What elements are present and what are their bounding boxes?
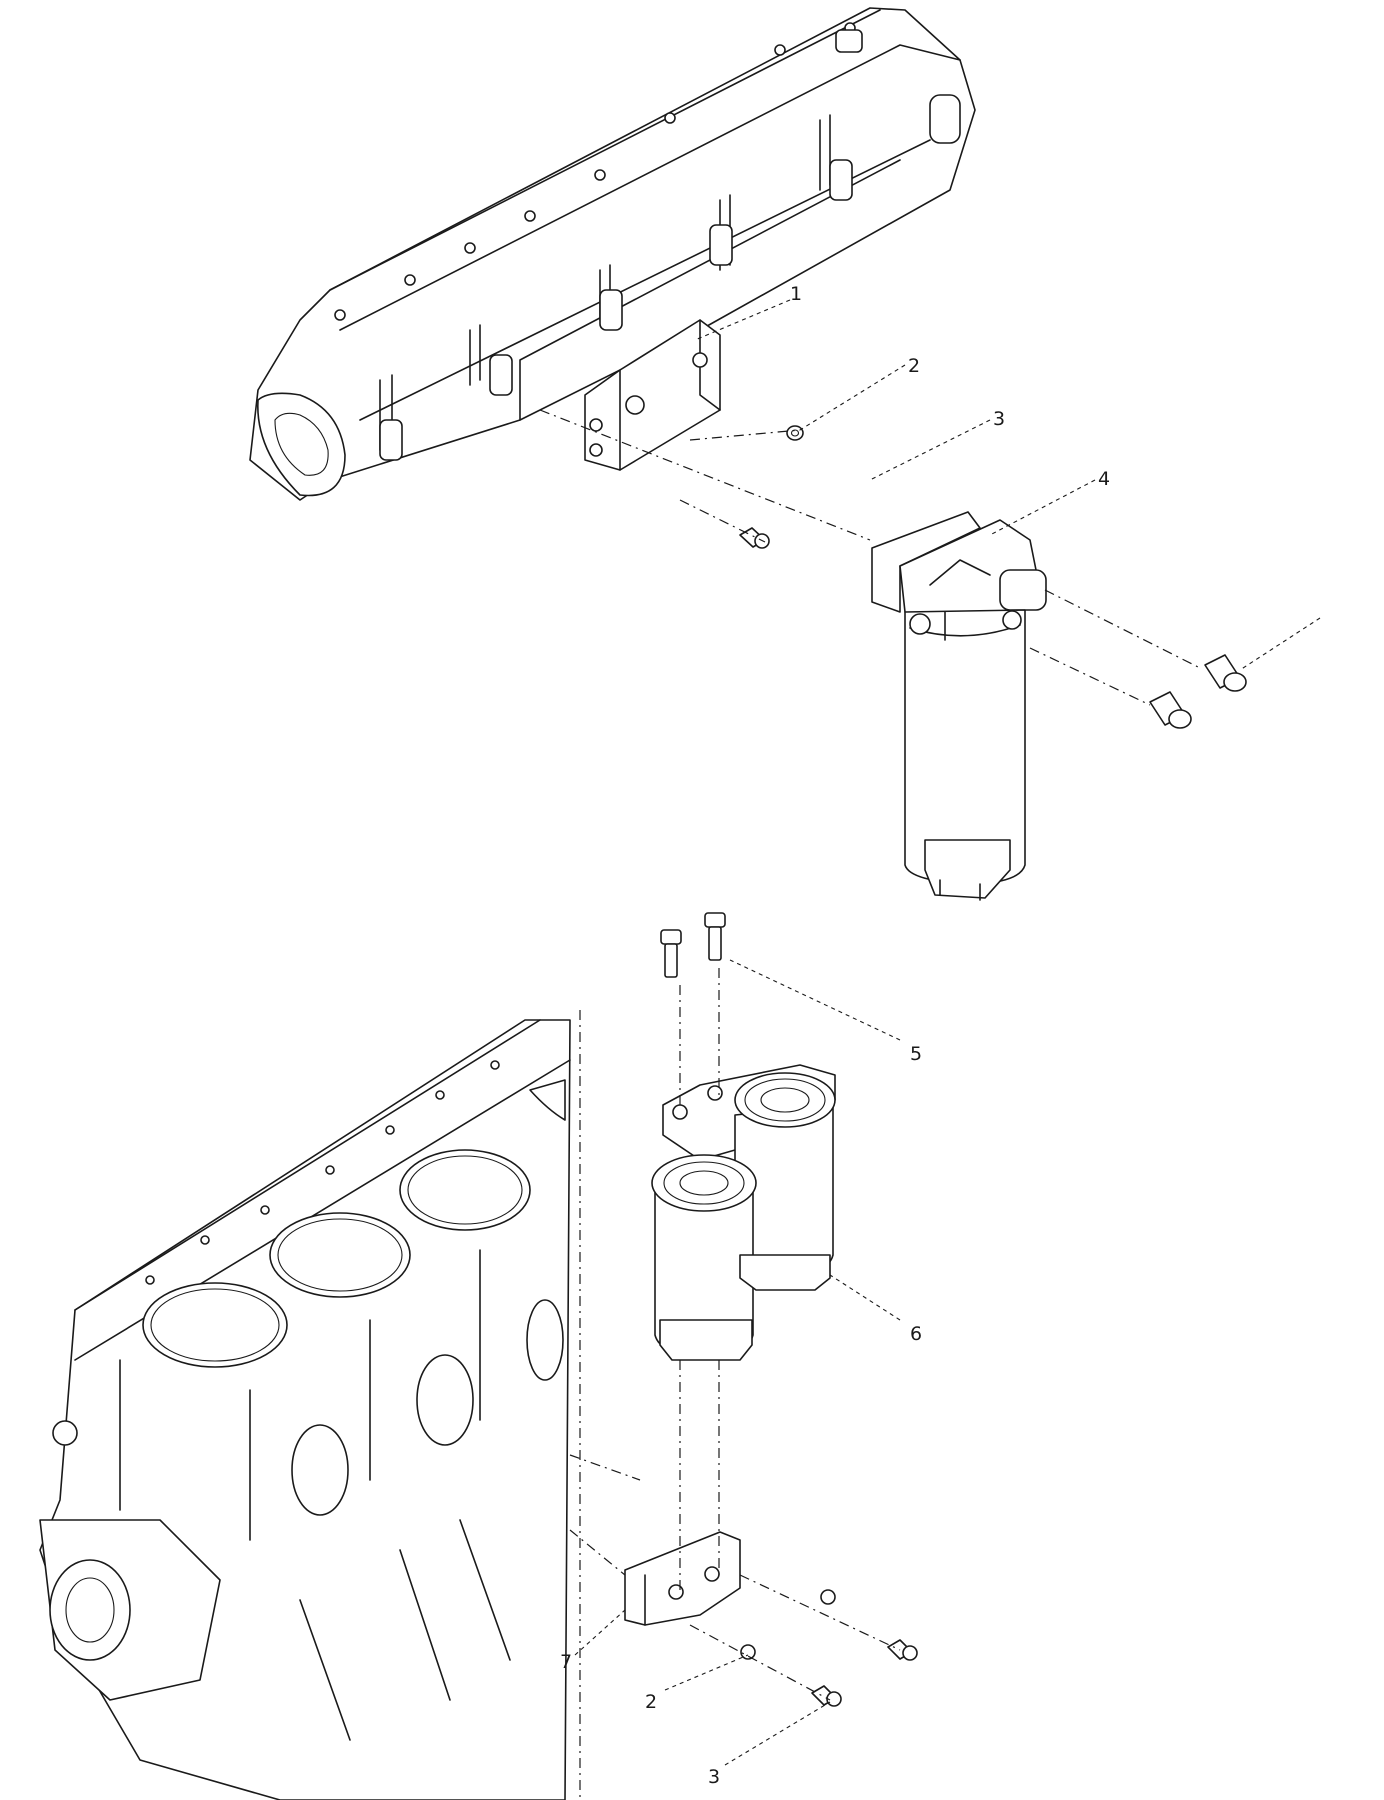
engine-block xyxy=(39,1019,571,1800)
bolt-bottom-right xyxy=(887,1639,918,1661)
callout-5: 5 xyxy=(910,1043,922,1065)
callout-6: 6 xyxy=(910,1323,922,1345)
assembly-center-lines xyxy=(539,409,1201,1800)
fuel-filter-assembly-top xyxy=(871,511,1047,901)
callout-3-bottom: 3 xyxy=(708,1766,720,1788)
callout-4: 4 xyxy=(1098,468,1110,490)
fuel-filter-assembly-double xyxy=(651,1064,836,1361)
vertical-bolt-left xyxy=(660,929,682,978)
mounting-bracket xyxy=(584,319,721,471)
callout-2-bottom: 2 xyxy=(645,1691,657,1713)
vertical-bolt-right xyxy=(704,912,726,961)
callout-leaders xyxy=(574,299,1321,1766)
intake-manifold xyxy=(249,7,976,501)
lock-washer-top xyxy=(786,425,804,441)
callout-2-top: 2 xyxy=(908,355,920,377)
lock-washer-bottom-left xyxy=(740,1644,756,1660)
callout-7: 7 xyxy=(560,1651,572,1673)
bolt-right-upper xyxy=(1204,654,1247,692)
callout-3-top: 3 xyxy=(993,408,1005,430)
callout-labels: 1 2 3 4 5 6 7 2 3 xyxy=(560,283,1110,1788)
filter-mounting-bracket-bottom xyxy=(624,1531,741,1626)
bolt-bottom-left xyxy=(811,1685,842,1707)
lock-washer-bottom-right xyxy=(820,1589,836,1605)
callout-1: 1 xyxy=(790,283,802,305)
bolt-top-small xyxy=(739,527,770,549)
bolt-right-lower xyxy=(1149,691,1192,729)
